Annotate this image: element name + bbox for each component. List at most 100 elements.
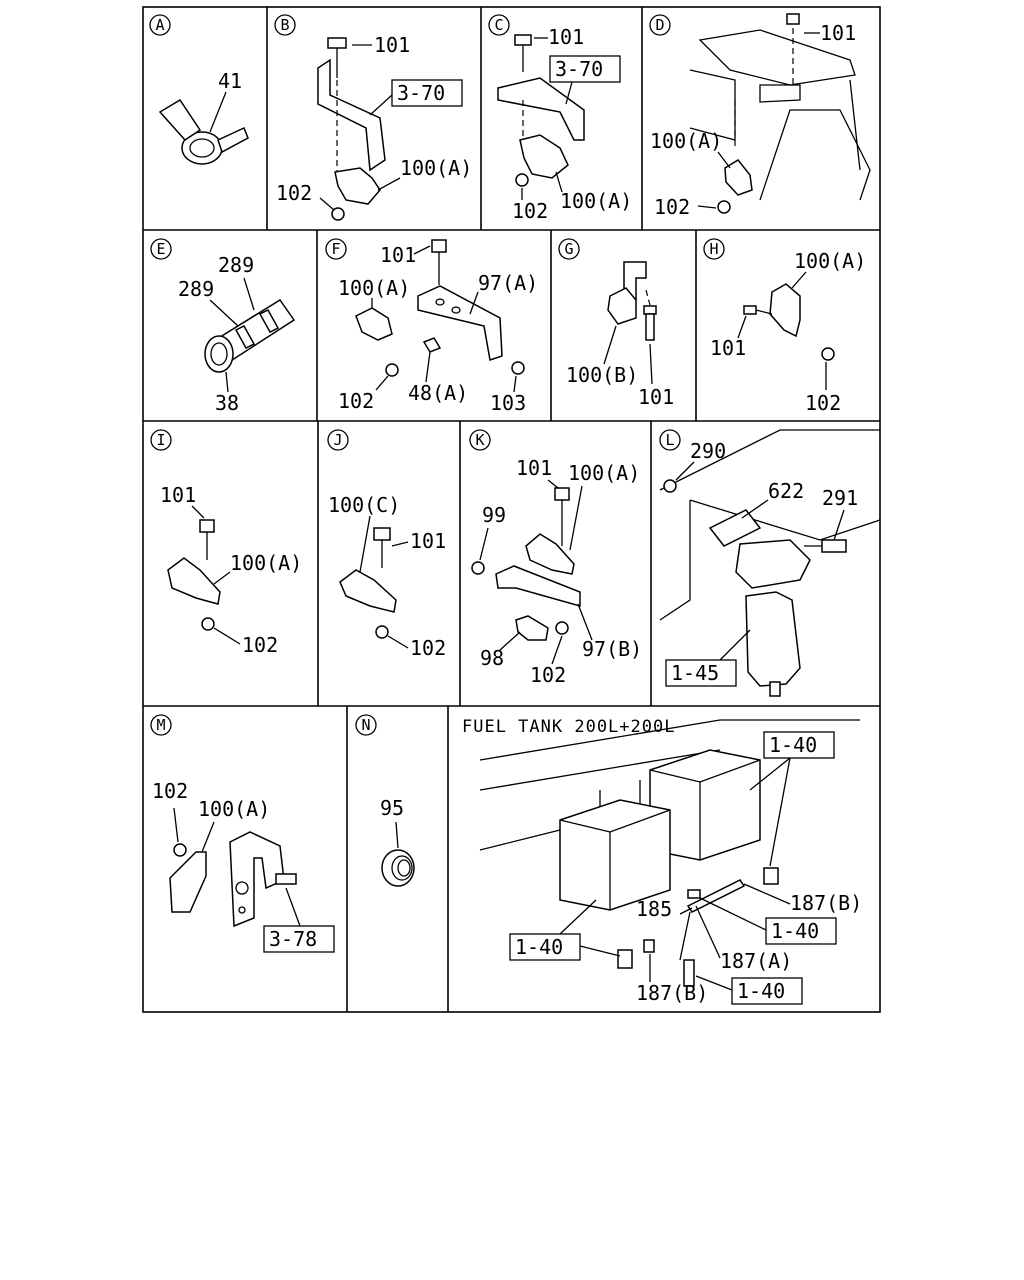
grommet-drawing xyxy=(381,849,415,887)
part-label: 101 xyxy=(820,21,856,45)
panel-letter: A xyxy=(155,16,164,34)
bracket-drawing xyxy=(355,239,525,377)
part-label: 97(B) xyxy=(582,637,642,661)
panel-title: FUEL TANK 200L+200L xyxy=(462,717,675,737)
panel-letter: C xyxy=(494,16,503,34)
panel-d: D 101 100(A) 102 xyxy=(649,13,871,219)
panel-g: G 100(B) 101 xyxy=(558,238,674,409)
panel-grid xyxy=(142,6,881,1013)
part-label: 187(B) xyxy=(790,891,862,915)
part-label: 48(A) xyxy=(408,381,468,405)
part-label: 103 xyxy=(490,391,526,415)
bracket-drawing xyxy=(497,34,585,187)
part-label: 187(A) xyxy=(720,949,792,973)
panel-j: J 100(C) 101 102 xyxy=(327,429,446,660)
ref-box: 1-45 xyxy=(671,661,719,685)
part-label: 101 xyxy=(380,243,416,267)
ref-box: 1-40 xyxy=(771,919,819,943)
part-label: 38 xyxy=(215,391,239,415)
part-label: 101 xyxy=(516,456,552,480)
panel-m: M 102 100(A) 3-78 xyxy=(150,714,335,953)
panel-letter: K xyxy=(475,431,484,449)
frame-bracket-drawing xyxy=(689,13,871,214)
part-label: 102 xyxy=(410,636,446,660)
panel-l: L 290 622 291 1-45 xyxy=(659,429,881,697)
part-label: 622 xyxy=(768,479,804,503)
fuel-tank-drawing xyxy=(479,719,860,987)
part-label: 185 xyxy=(636,897,672,921)
panel-b: B 101 3-70 102 100(A) xyxy=(274,14,472,221)
part-label: 100(A) xyxy=(650,129,722,153)
clip-drawing xyxy=(743,283,835,361)
part-label: 100(A) xyxy=(230,551,302,575)
panel-e: E 289 289 38 xyxy=(150,238,296,415)
panel-i: I 101 100(A) 102 xyxy=(150,429,302,657)
panel-letter: F xyxy=(331,240,340,258)
ref-box: 1-40 xyxy=(737,979,785,1003)
part-label: 100(A) xyxy=(338,276,410,300)
hose-clamp-drawing xyxy=(158,98,249,165)
panel-letter: J xyxy=(333,431,342,449)
panel-letter: E xyxy=(156,240,165,258)
part-label: 101 xyxy=(638,385,674,409)
panel-n: N 95 xyxy=(355,714,415,887)
part-label: 100(A) xyxy=(568,461,640,485)
part-label: 101 xyxy=(374,33,410,57)
panel-letter: M xyxy=(156,716,165,734)
bracket-drawing xyxy=(317,37,386,221)
part-label: 102 xyxy=(242,633,278,657)
part-label: 95 xyxy=(380,796,404,820)
ref-box: 3-78 xyxy=(269,927,317,951)
part-label: 100(A) xyxy=(794,249,866,273)
part-label: 102 xyxy=(512,199,548,223)
part-label: 102 xyxy=(805,391,841,415)
part-label: 100(A) xyxy=(400,156,472,180)
panel-letter: I xyxy=(156,431,165,449)
ref-box: 3-70 xyxy=(397,81,445,105)
part-label: 102 xyxy=(338,389,374,413)
panel-a: A 41 xyxy=(149,14,249,165)
panel-letter: D xyxy=(655,16,664,34)
part-label: 100(B) xyxy=(566,363,638,387)
panel-h: H 100(A) 101 102 xyxy=(703,238,866,415)
part-label: 97(A) xyxy=(478,271,538,295)
part-label: 289 xyxy=(178,277,214,301)
part-label: 102 xyxy=(152,779,188,803)
part-label: 289 xyxy=(218,253,254,277)
hose-drawing xyxy=(204,298,296,373)
part-label: 102 xyxy=(654,195,690,219)
panel-fuel-tank: FUEL TANK 200L+200L 1-40 1-40 xyxy=(462,717,862,1005)
part-label: 41 xyxy=(218,69,242,93)
part-label: 102 xyxy=(276,181,312,205)
bracket-drawing xyxy=(169,831,297,928)
panel-letter: L xyxy=(665,431,674,449)
part-label: 101 xyxy=(710,336,746,360)
ref-box: 1-40 xyxy=(769,733,817,757)
ref-box: 3-70 xyxy=(555,57,603,81)
part-label: 99 xyxy=(482,503,506,527)
part-label: 100(A) xyxy=(198,797,270,821)
part-label: 101 xyxy=(548,25,584,49)
panel-f: F 101 97(A) 100(A) 102 48(A) 103 xyxy=(325,238,538,415)
panel-letter: B xyxy=(280,16,289,34)
clip-drawing xyxy=(339,527,397,639)
panel-c: C 101 3-70 102 100(A) xyxy=(488,14,632,223)
part-label: 100(A) xyxy=(560,189,632,213)
bracket-drawing xyxy=(471,487,581,641)
panel-letter: N xyxy=(361,716,370,734)
panel-letter: H xyxy=(709,240,718,258)
part-label: 101 xyxy=(160,483,196,507)
part-label: 102 xyxy=(530,663,566,687)
part-label: 100(C) xyxy=(328,493,400,517)
clip-drawing xyxy=(167,519,221,631)
panel-letter: G xyxy=(564,240,573,258)
part-label: 291 xyxy=(822,486,858,510)
part-label: 290 xyxy=(690,439,726,463)
clip-drawing xyxy=(607,261,657,341)
ref-box: 1-40 xyxy=(515,935,563,959)
part-label: 101 xyxy=(410,529,446,553)
fuel-filter-drawing xyxy=(659,429,881,697)
part-label: 187(B) xyxy=(636,981,708,1005)
panel-k: K 101 100(A) 99 98 102 97(B) xyxy=(469,429,642,687)
